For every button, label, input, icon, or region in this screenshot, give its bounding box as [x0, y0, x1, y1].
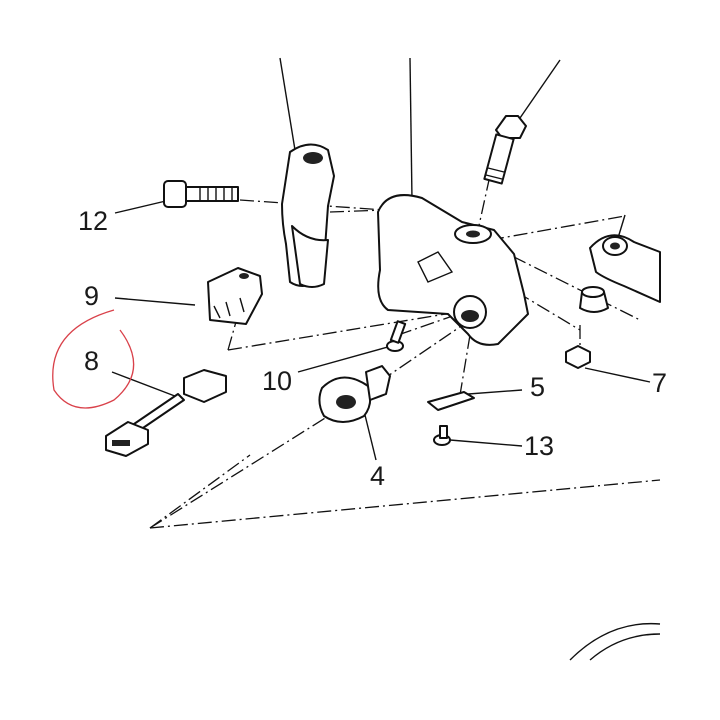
part-12-bolt	[163, 180, 239, 208]
callout-4: 4	[370, 461, 385, 491]
part-lever-body	[377, 194, 529, 346]
part-8-switch	[105, 369, 227, 457]
part-13-screw	[433, 425, 451, 446]
part-top-bolt	[483, 115, 527, 185]
callout-10: 10	[262, 366, 292, 396]
highlight-circle	[52, 309, 135, 409]
callout-labels: 12 9 8 10 5 13 4 7	[78, 206, 667, 491]
callout-9: 9	[84, 281, 99, 311]
callout-12: 12	[78, 206, 108, 236]
callout-13: 13	[524, 431, 554, 461]
part-5-clip	[427, 391, 475, 411]
part-right-arm	[565, 234, 661, 369]
part-lower-curve	[569, 622, 661, 661]
callout-7: 7	[652, 368, 667, 398]
callout-8: 8	[84, 346, 99, 376]
part-clamp-bracket	[281, 143, 335, 288]
part-10-screw	[386, 320, 407, 352]
part-9-housing	[207, 267, 263, 325]
callout-5: 5	[530, 372, 545, 402]
part-4-knob	[318, 365, 391, 423]
